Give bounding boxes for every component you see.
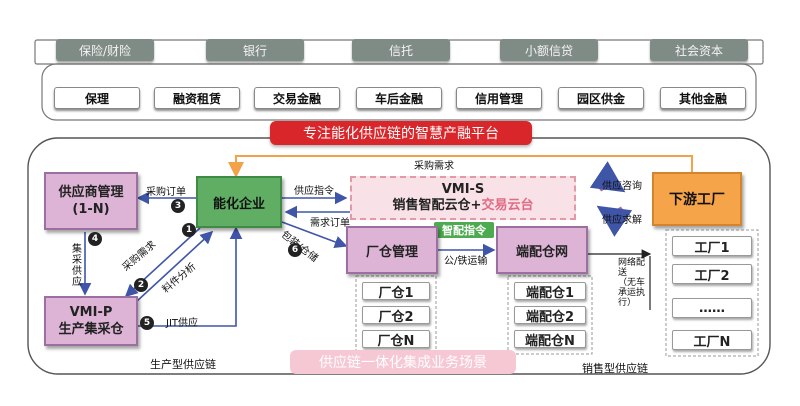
platform-banner: 专注能化供应链的智慧产融平台 xyxy=(270,121,532,145)
vmi-s-title: VMI-S xyxy=(441,182,485,197)
factory-wh-item: 厂仓2 xyxy=(362,306,430,325)
label-supply-solution: 供应求解 xyxy=(602,215,642,226)
label-jit-supply: JIT供应 xyxy=(166,318,199,329)
step-3-badge: 3 xyxy=(171,199,185,213)
factory-wh-item: 厂仓1 xyxy=(362,282,430,301)
label-supply-consult: 供应咨询 xyxy=(602,181,642,192)
finance-top-bank: 银行 xyxy=(206,39,304,61)
finance-factoring: 保理 xyxy=(54,87,140,109)
finance-other: 其他金融 xyxy=(660,87,746,109)
label-collect-supply: 集采供应 xyxy=(72,244,82,288)
label-supply-cmd: 供应指令 xyxy=(294,186,334,197)
downstream-factory-node: 下游工厂 xyxy=(652,172,742,226)
finance-credit: 信用管理 xyxy=(456,87,542,109)
step-5-badge: 5 xyxy=(140,316,154,330)
finance-top-microloan: 小额信贷 xyxy=(500,39,598,61)
plant-item: 工厂N xyxy=(672,330,752,350)
finance-top-trust: 信托 xyxy=(352,39,450,61)
finance-top-social-capital: 社会资本 xyxy=(650,39,748,61)
end-delivery-network-node: 端配仓网 xyxy=(496,226,588,274)
smart-dispatch-badge: 智配指令 xyxy=(434,222,494,238)
supplier-management-node: 供应商管理 (1-N) xyxy=(44,172,138,230)
finance-park: 园区供金 xyxy=(558,87,644,109)
end-wh-item: 端配仓1 xyxy=(514,282,586,301)
plant-item: 工厂1 xyxy=(672,236,752,256)
label-demand-order: 需求订单 xyxy=(310,218,350,229)
label-purchase-demand-top: 采购需求 xyxy=(414,161,454,172)
finance-leasing: 融资租赁 xyxy=(154,87,240,109)
energy-enterprise-node: 能化企业 xyxy=(196,176,282,228)
section-label-production: 生产型供应链 xyxy=(150,358,216,371)
vmi-s-subtitle: 销售智配云仓+交易云台 xyxy=(392,198,534,213)
finance-top-insurance: 保险/财险 xyxy=(56,39,154,61)
step-4-badge: 4 xyxy=(88,232,102,246)
vmi-p-node: VMI-P 生产集采仓 xyxy=(44,296,138,346)
factory-wh-item: 厂仓N xyxy=(362,330,430,349)
bottom-scenario-banner: 供应链一体化集成业务场景 xyxy=(290,350,516,374)
step-2-badge: 2 xyxy=(134,278,148,292)
plant-item: …… xyxy=(672,298,752,318)
label-network-delivery: 网络配送 （无车承运执行） xyxy=(618,258,646,308)
end-wh-item: 端配仓N xyxy=(514,330,586,349)
plant-item: 工厂2 xyxy=(672,264,752,284)
end-wh-item: 端配仓2 xyxy=(514,306,586,325)
vmi-s-node: VMI-S 销售智配云仓+交易云台 xyxy=(350,176,576,220)
label-rail-transport: 公/铁运输 xyxy=(444,256,488,267)
factory-warehouse-node: 厂仓管理 xyxy=(346,226,438,274)
section-label-sales: 销售型供应链 xyxy=(582,362,648,375)
step-6-badge: 6 xyxy=(288,243,302,257)
finance-trade: 交易金融 xyxy=(254,87,340,109)
finance-aftercar: 车后金融 xyxy=(356,87,442,109)
step-1-badge: 1 xyxy=(182,223,196,237)
label-purchase-order: 采购订单 xyxy=(146,187,186,198)
